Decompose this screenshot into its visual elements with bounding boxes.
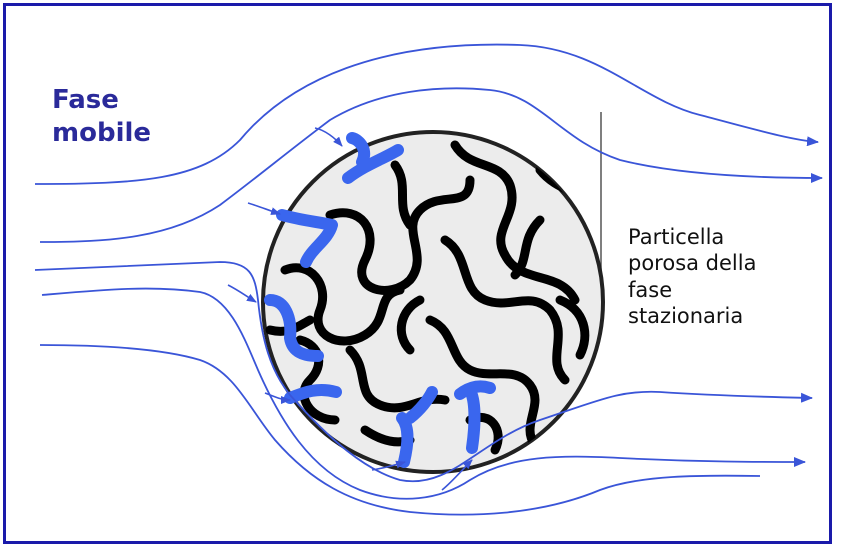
mobile-phase-label-line2: mobile [52,117,151,150]
arrow-into-pore [248,203,280,214]
particle-label-line3: fase [628,277,756,303]
mobile-phase-label: Fase mobile [52,84,151,150]
particle-label-line4: stazionaria [628,303,756,329]
particle-label: Particella porosa della fase stazionaria [628,224,756,329]
arrow-into-pore [228,285,256,302]
particle-label-line2: porosa della [628,250,756,276]
particle-label-line1: Particella [628,224,756,250]
arrow-into-pore [315,128,342,146]
mobile-phase-label-line1: Fase [52,84,151,117]
